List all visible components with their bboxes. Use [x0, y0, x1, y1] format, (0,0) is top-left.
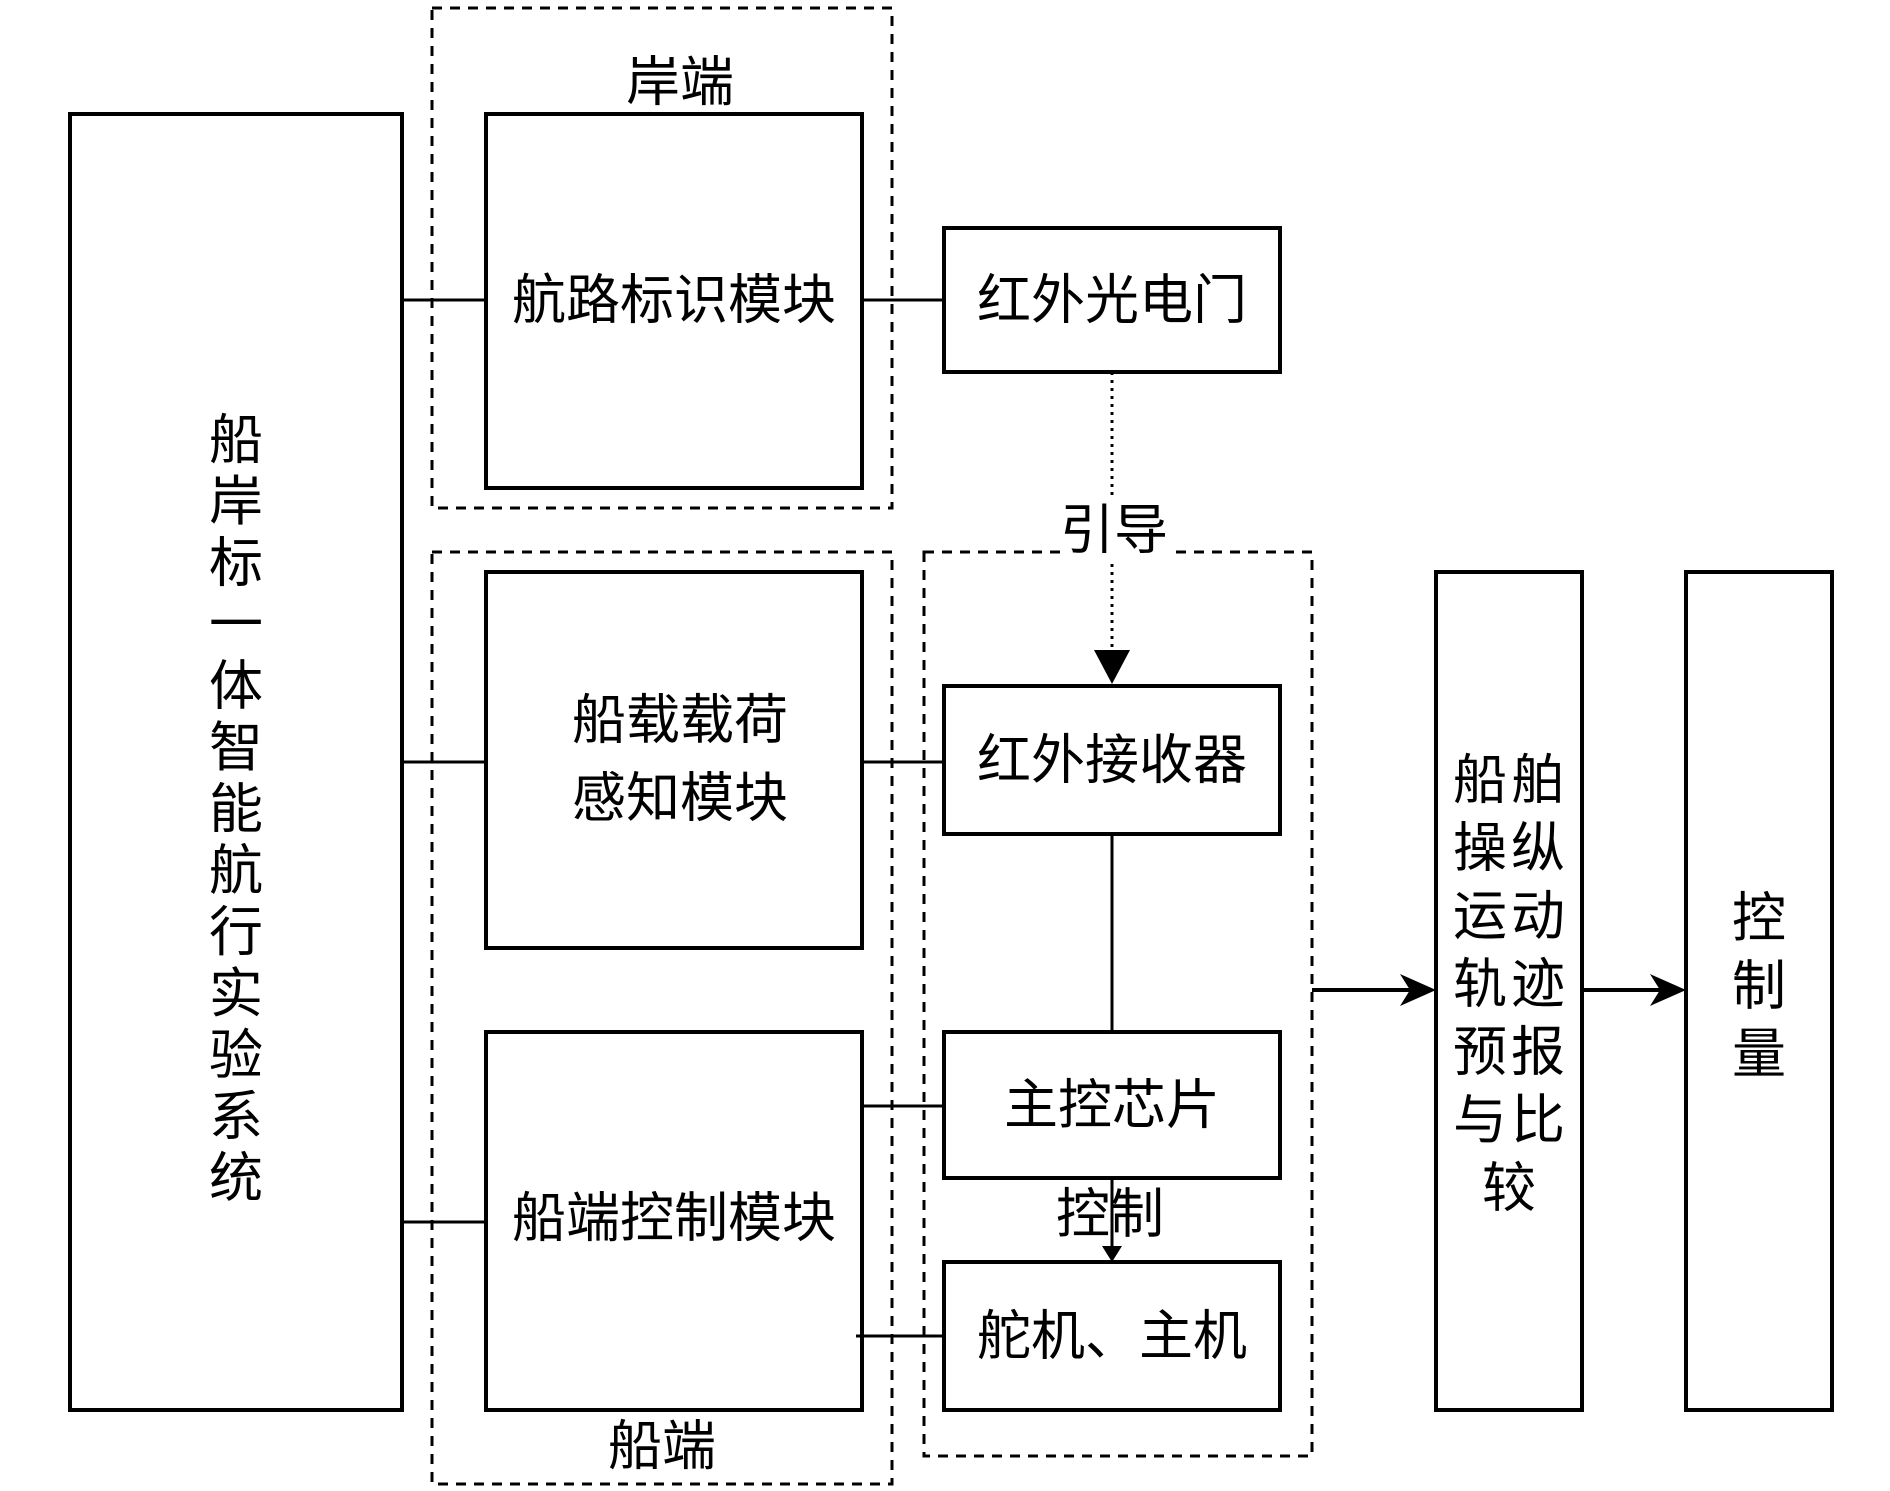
route-module-box — [484, 112, 864, 490]
ir-gate-label: 红外光电门 — [977, 269, 1247, 332]
vertical-char: 轨 — [1453, 953, 1507, 1016]
vertical-char: 操 — [1453, 817, 1507, 880]
ship-group-boundary — [430, 550, 894, 1486]
vertical-char: 纵 — [1511, 817, 1565, 880]
control-qty-box — [1684, 570, 1834, 1412]
guidance-arrowhead — [1094, 650, 1130, 684]
vertical-char: 舶 — [1511, 749, 1565, 812]
vertical-char: 实 — [209, 962, 263, 1025]
main-chip-box — [942, 1030, 1282, 1180]
vertical-char: 一 — [209, 593, 263, 656]
ship-control-module-label: 船端控制模块 — [512, 1187, 836, 1250]
load-module-label-line2: 感知模块 — [572, 767, 788, 830]
control-qty-label: 控制量 — [1732, 887, 1786, 1086]
vertical-char: 体 — [209, 655, 263, 718]
control-arrowhead — [1102, 1246, 1122, 1262]
vertical-char: 量 — [1732, 1023, 1786, 1086]
vertical-char: 动 — [1511, 885, 1565, 948]
vertical-char: 验 — [209, 1024, 263, 1087]
vertical-char: 船 — [1453, 749, 1507, 812]
ship-group-label: 船端 — [608, 1415, 716, 1478]
vertical-char: 控 — [1732, 887, 1786, 950]
ir-receiver-label: 红外接收器 — [977, 729, 1247, 792]
route-module-label: 航路标识模块 — [512, 269, 836, 332]
arrow-to-trajectory-head — [1400, 974, 1436, 1006]
vertical-char: 报 — [1511, 1021, 1565, 1084]
load-module-label-line1: 船载载荷 — [572, 689, 788, 752]
ir-receiver-box — [942, 684, 1282, 836]
system-box — [68, 112, 404, 1412]
vertical-char: 与 — [1453, 1089, 1507, 1152]
vertical-char: 制 — [1732, 955, 1786, 1018]
shore-group-boundary — [430, 6, 894, 510]
actuators-label: 舵机、主机 — [977, 1305, 1247, 1368]
arrow-to-control-qty-head — [1650, 974, 1686, 1006]
control-label: 控制 — [1056, 1183, 1164, 1246]
vertical-char: 智 — [209, 716, 263, 779]
trajectory-label: 船舶操纵运动轨迹预报与比较 — [1453, 749, 1565, 1220]
vertical-char: 较 — [1482, 1157, 1536, 1220]
vertical-char: 统 — [209, 1147, 263, 1210]
guidance-label: 引导 — [1060, 499, 1168, 562]
shore-group-label: 岸端 — [626, 51, 734, 114]
vertical-char: 行 — [209, 901, 263, 964]
guidance-label-bg — [1060, 500, 1168, 560]
vertical-char: 比 — [1511, 1089, 1565, 1152]
vertical-char: 岸 — [209, 470, 263, 533]
vertical-char: 运 — [1453, 885, 1507, 948]
load-module-box — [484, 570, 864, 950]
vertical-char: 预 — [1453, 1021, 1507, 1084]
vertical-char: 能 — [209, 778, 263, 841]
vertical-char: 标 — [209, 532, 263, 595]
vertical-char: 航 — [209, 839, 263, 902]
vertical-char: 船 — [209, 409, 263, 472]
actuators-box — [942, 1260, 1282, 1412]
vertical-char: 系 — [209, 1085, 263, 1148]
onboard-hardware-group-boundary — [922, 550, 1314, 1458]
trajectory-box — [1434, 570, 1584, 1412]
vertical-char: 迹 — [1511, 953, 1565, 1016]
main-chip-label: 主控芯片 — [1004, 1074, 1220, 1137]
